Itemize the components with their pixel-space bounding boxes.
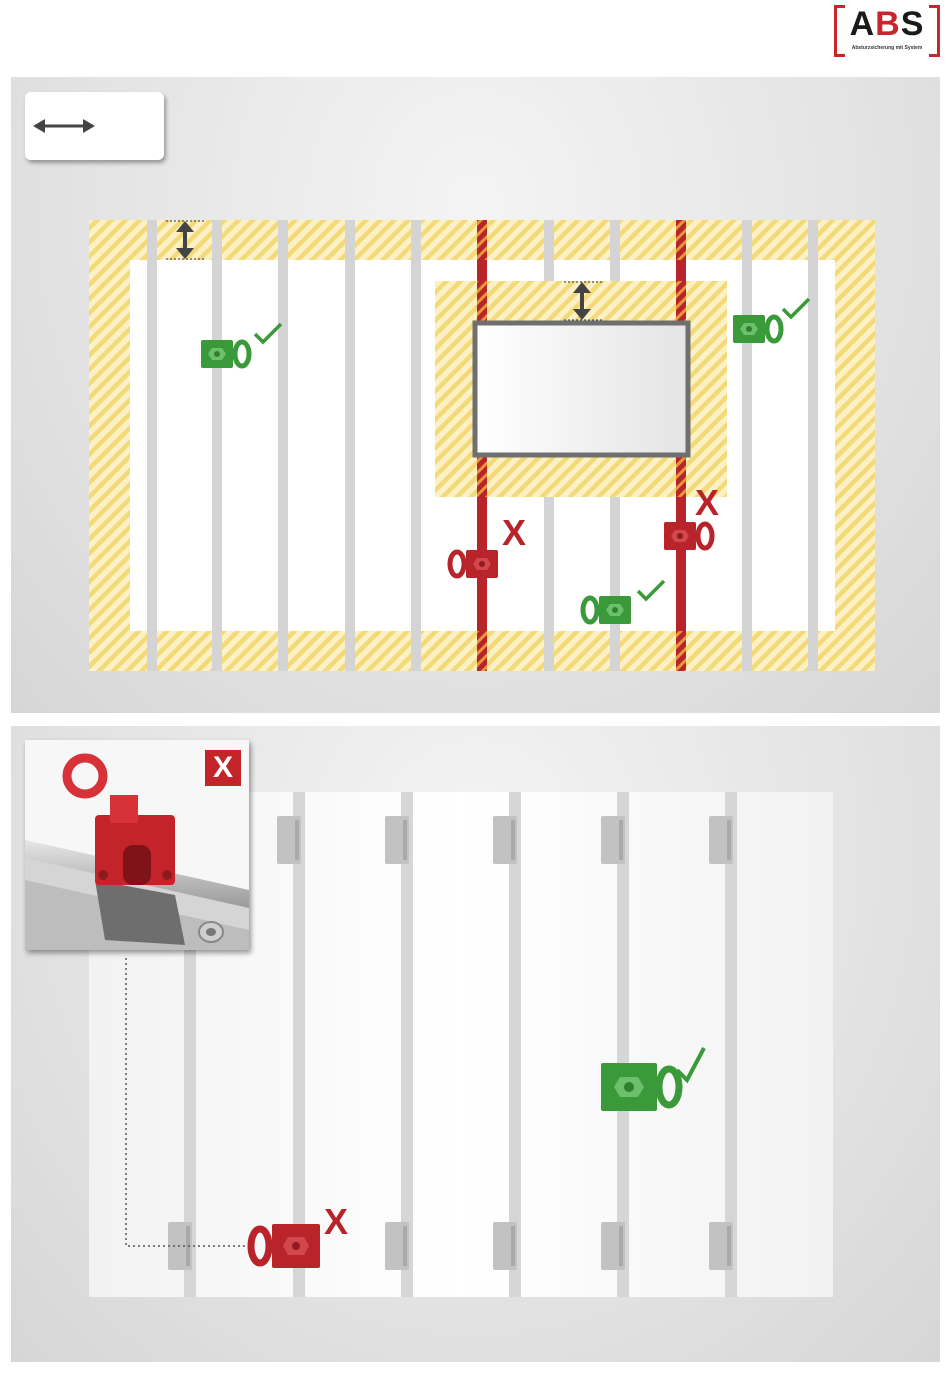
- anchor-detail-inset: X: [25, 740, 249, 950]
- roof-plan-diagram: X X: [11, 77, 940, 713]
- x-mark-icon: X: [502, 512, 526, 553]
- diagram-panel-bottom: X X: [11, 726, 940, 1362]
- abs-logo: ABS Absturzsicherung mit System: [834, 5, 940, 53]
- diagram-panel-top: X X: [11, 77, 940, 713]
- logo-tagline: Absturzsicherung mit System: [842, 45, 932, 51]
- x-mark-icon: X: [695, 482, 719, 523]
- x-mark-icon: X: [205, 750, 241, 786]
- x-mark-icon: X: [324, 1201, 348, 1242]
- logo-wordmark: ABS: [844, 5, 930, 43]
- roof-opening: [475, 323, 688, 455]
